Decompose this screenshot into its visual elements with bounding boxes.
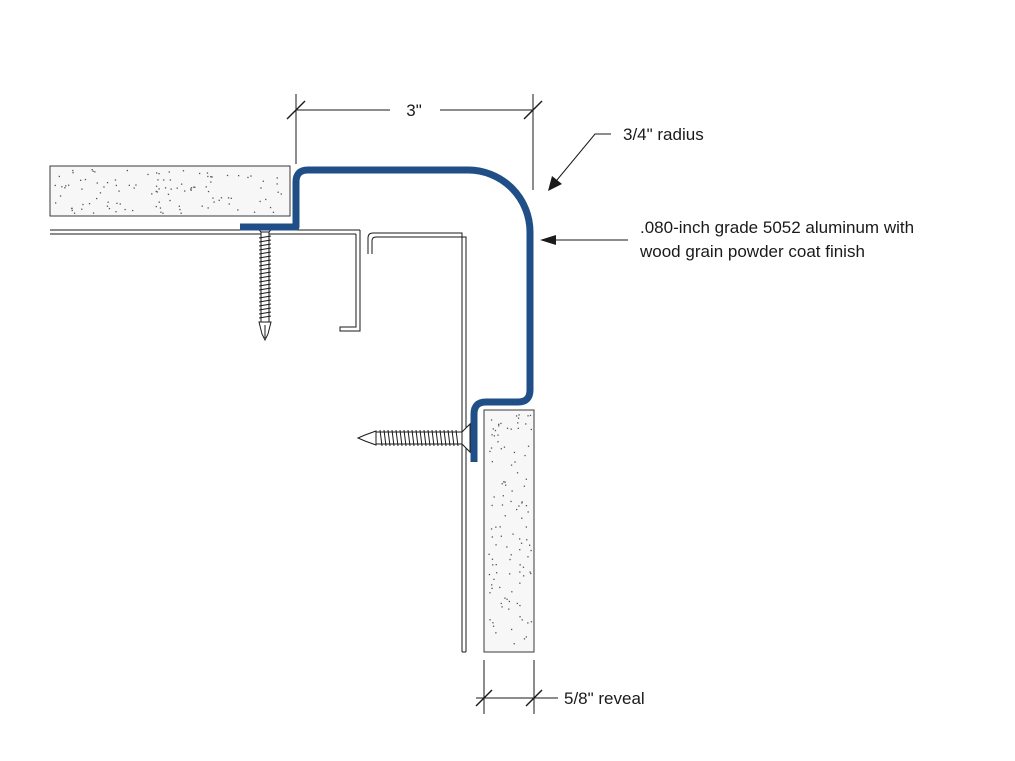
board-speckle [54, 169, 282, 214]
width-dimension-label: 3" [406, 101, 422, 120]
vertical-stud [367, 232, 467, 653]
material-label-line1: .080-inch grade 5052 aluminum with [640, 218, 914, 237]
reveal-dimension: 5/8" reveal [475, 660, 645, 714]
material-label-line2: wood grain powder coat finish [639, 242, 865, 261]
aluminum-corner-trim [240, 166, 534, 462]
material-leader: .080-inch grade 5052 aluminum with wood … [540, 218, 914, 261]
radius-leader: 3/4" radius [548, 125, 704, 191]
vertical-gypsum-board [483, 409, 535, 653]
j-channel [339, 230, 361, 332]
board-speckle [488, 414, 533, 645]
reveal-label: 5/8" reveal [564, 689, 645, 708]
width-dimension: 3" [286, 94, 543, 190]
horizontal-gypsum-board [49, 165, 291, 217]
horizontal-framing [50, 229, 360, 235]
horizontal-screw [356, 422, 471, 454]
radius-label: 3/4" radius [623, 125, 704, 144]
vertical-screw [252, 223, 278, 342]
